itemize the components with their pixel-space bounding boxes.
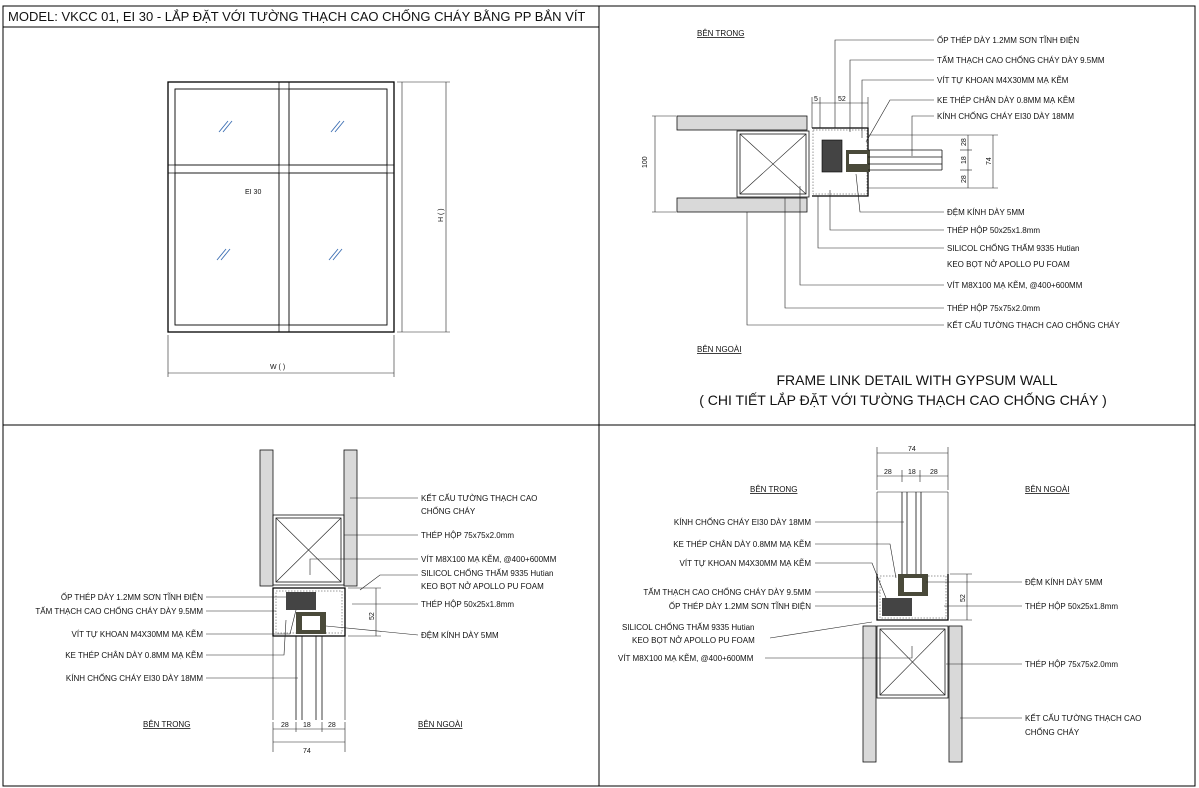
bl-right-label-7: ĐỆM KÍNH DÀY 5MM — [421, 631, 499, 640]
bl-dim-74: 74 — [303, 748, 311, 755]
tr-label-3: KE THÉP CHÂN DÀY 0.8MM MẠ KẼM — [937, 96, 1075, 105]
br-outside-label: BÊN NGOÀI — [1025, 485, 1069, 494]
tr-caption-en: FRAME LINK DETAIL WITH GYPSUM WALL — [776, 372, 1057, 388]
tr-label-9: VÍT M8X100 MẠ KẼM, @400+600MM — [947, 281, 1083, 290]
br-right-label-0: ĐỆM KÍNH DÀY 5MM — [1025, 578, 1103, 587]
bl-left-label-2: VÍT TỰ KHOAN M4X30MM MẠ KẼM — [72, 630, 204, 639]
width-dimension-label: W ( ) — [270, 364, 285, 371]
bl-right-label-0: KẾT CẤU TƯỜNG THẠCH CAO — [421, 493, 537, 503]
tr-label-11: KẾT CẤU TƯỜNG THẠCH CAO CHỐNG CHÁY — [947, 320, 1120, 330]
br-right-label-3: KẾT CẤU TƯỜNG THẠCH CAO — [1025, 713, 1141, 723]
sheet-title: MODEL: VKCC 01, EI 30 - LẮP ĐẶT VỚI TƯỜN… — [8, 9, 585, 24]
top-right-detail — [652, 39, 998, 326]
tr-label-6: THÉP HỘP 50x25x1.8mm — [947, 226, 1040, 235]
br-left-label-1: KE THÉP CHÂN DÀY 0.8MM MẠ KẼM — [673, 540, 811, 549]
bl-right-label-4: SILICOL CHỐNG THẤM 9335 Hutian — [421, 568, 554, 578]
bottom-right-detail — [765, 447, 1022, 763]
bl-right-label-5: KEO BỌT NỞ APOLLO PU FOAM — [421, 582, 544, 591]
tr-label-2: VÍT TỰ KHOAN M4X30MM MẠ KẼM — [937, 76, 1069, 85]
bl-left-label-3: KE THÉP CHÂN DÀY 0.8MM MẠ KẼM — [65, 651, 203, 660]
br-dim-74: 74 — [908, 446, 916, 453]
br-right-label-2: THÉP HỘP 75x75x2.0mm — [1025, 660, 1118, 669]
tr-caption-vi: ( CHI TIẾT LẮP ĐẶT VỚI TƯỜNG THẠCH CAO C… — [699, 391, 1107, 408]
tr-inside-label: BÊN TRONG — [697, 29, 744, 38]
tr-label-7: SILICOL CHỐNG THẤM 9335 Hutian — [947, 243, 1080, 253]
bl-dim-18: 18 — [303, 722, 311, 729]
bl-outside-label: BÊN NGOÀI — [418, 720, 462, 729]
bl-right-label-2: THÉP HỘP 75x75x2.0mm — [421, 531, 514, 540]
br-left-label-5: SILICOL CHỐNG THẤM 9335 Hutian — [622, 622, 755, 632]
bl-right-label-1: CHỐNG CHÁY — [421, 506, 476, 516]
elevation-view — [167, 81, 450, 377]
tr-outside-label: BÊN NGOÀI — [697, 345, 741, 354]
br-left-label-7: VÍT M8X100 MẠ KẼM, @400+600MM — [618, 654, 754, 663]
elevation-label: EI 30 — [245, 189, 261, 196]
bl-left-label-0: ỐP THÉP DÀY 1.2MM SƠN TĨNH ĐIỆN — [61, 592, 203, 602]
br-dim-28b: 28 — [930, 469, 938, 476]
tr-label-10: THÉP HỘP 75x75x2.0mm — [947, 304, 1040, 313]
tr-dim-52: 52 — [838, 96, 846, 103]
tr-dim-28b: 28 — [961, 175, 968, 183]
br-right-label-4: CHỐNG CHÁY — [1025, 727, 1080, 737]
bl-left-label-4: KÍNH CHỐNG CHÁY EI30 DÀY 18MM — [66, 673, 203, 683]
tr-label-1: TẤM THẠCH CAO CHỐNG CHÁY DÀY 9.5MM — [937, 55, 1105, 65]
tr-dim-5: 5 — [814, 96, 818, 103]
br-left-label-0: KÍNH CHỐNG CHÁY EI30 DÀY 18MM — [674, 517, 811, 527]
bl-dim-52: 52 — [369, 612, 376, 620]
bl-left-label-1: TẤM THẠCH CAO CHỐNG CHÁY DÀY 9.5MM — [35, 606, 203, 616]
tr-label-8: KEO BỌT NỞ APOLLO PU FOAM — [947, 260, 1070, 269]
bl-right-label-3: VÍT M8X100 MẠ KẼM, @400+600MM — [421, 555, 557, 564]
br-left-label-4: ỐP THÉP DÀY 1.2MM SƠN TĨNH ĐIỆN — [669, 601, 811, 611]
tr-label-5: ĐỆM KÍNH DÀY 5MM — [947, 208, 1025, 217]
bl-inside-label: BÊN TRONG — [143, 720, 190, 729]
br-dim-18: 18 — [908, 469, 916, 476]
br-right-label-1: THÉP HỘP 50x25x1.8mm — [1025, 602, 1118, 611]
bl-dim-28b: 28 — [328, 722, 336, 729]
br-left-label-3: TẤM THẠCH CAO CHỐNG CHÁY DÀY 9.5MM — [643, 587, 811, 597]
height-dimension-label: H ( ) — [438, 208, 445, 222]
tr-dim-18: 18 — [961, 156, 968, 164]
tr-label-0: ỐP THÉP DÀY 1.2MM SƠN TĨNH ĐIỆN — [937, 35, 1079, 45]
tr-dim-28a: 28 — [961, 138, 968, 146]
br-left-label-6: KEO BỌT NỞ APOLLO PU FOAM — [632, 636, 755, 645]
glass-mark-icon — [216, 120, 345, 261]
br-dim-52: 52 — [960, 594, 967, 602]
bl-dim-28a: 28 — [281, 722, 289, 729]
br-dim-28a: 28 — [884, 469, 892, 476]
br-left-label-2: VÍT TỰ KHOAN M4X30MM MẠ KẼM — [680, 559, 812, 568]
bottom-left-detail — [206, 449, 419, 752]
br-inside-label: BÊN TRONG — [750, 485, 797, 494]
bl-right-label-6: THÉP HỘP 50x25x1.8mm — [421, 600, 514, 609]
tr-dim-100: 100 — [642, 156, 649, 168]
tr-label-4: KÍNH CHỐNG CHÁY EI30 DÀY 18MM — [937, 111, 1074, 121]
tr-dim-74: 74 — [986, 157, 993, 165]
